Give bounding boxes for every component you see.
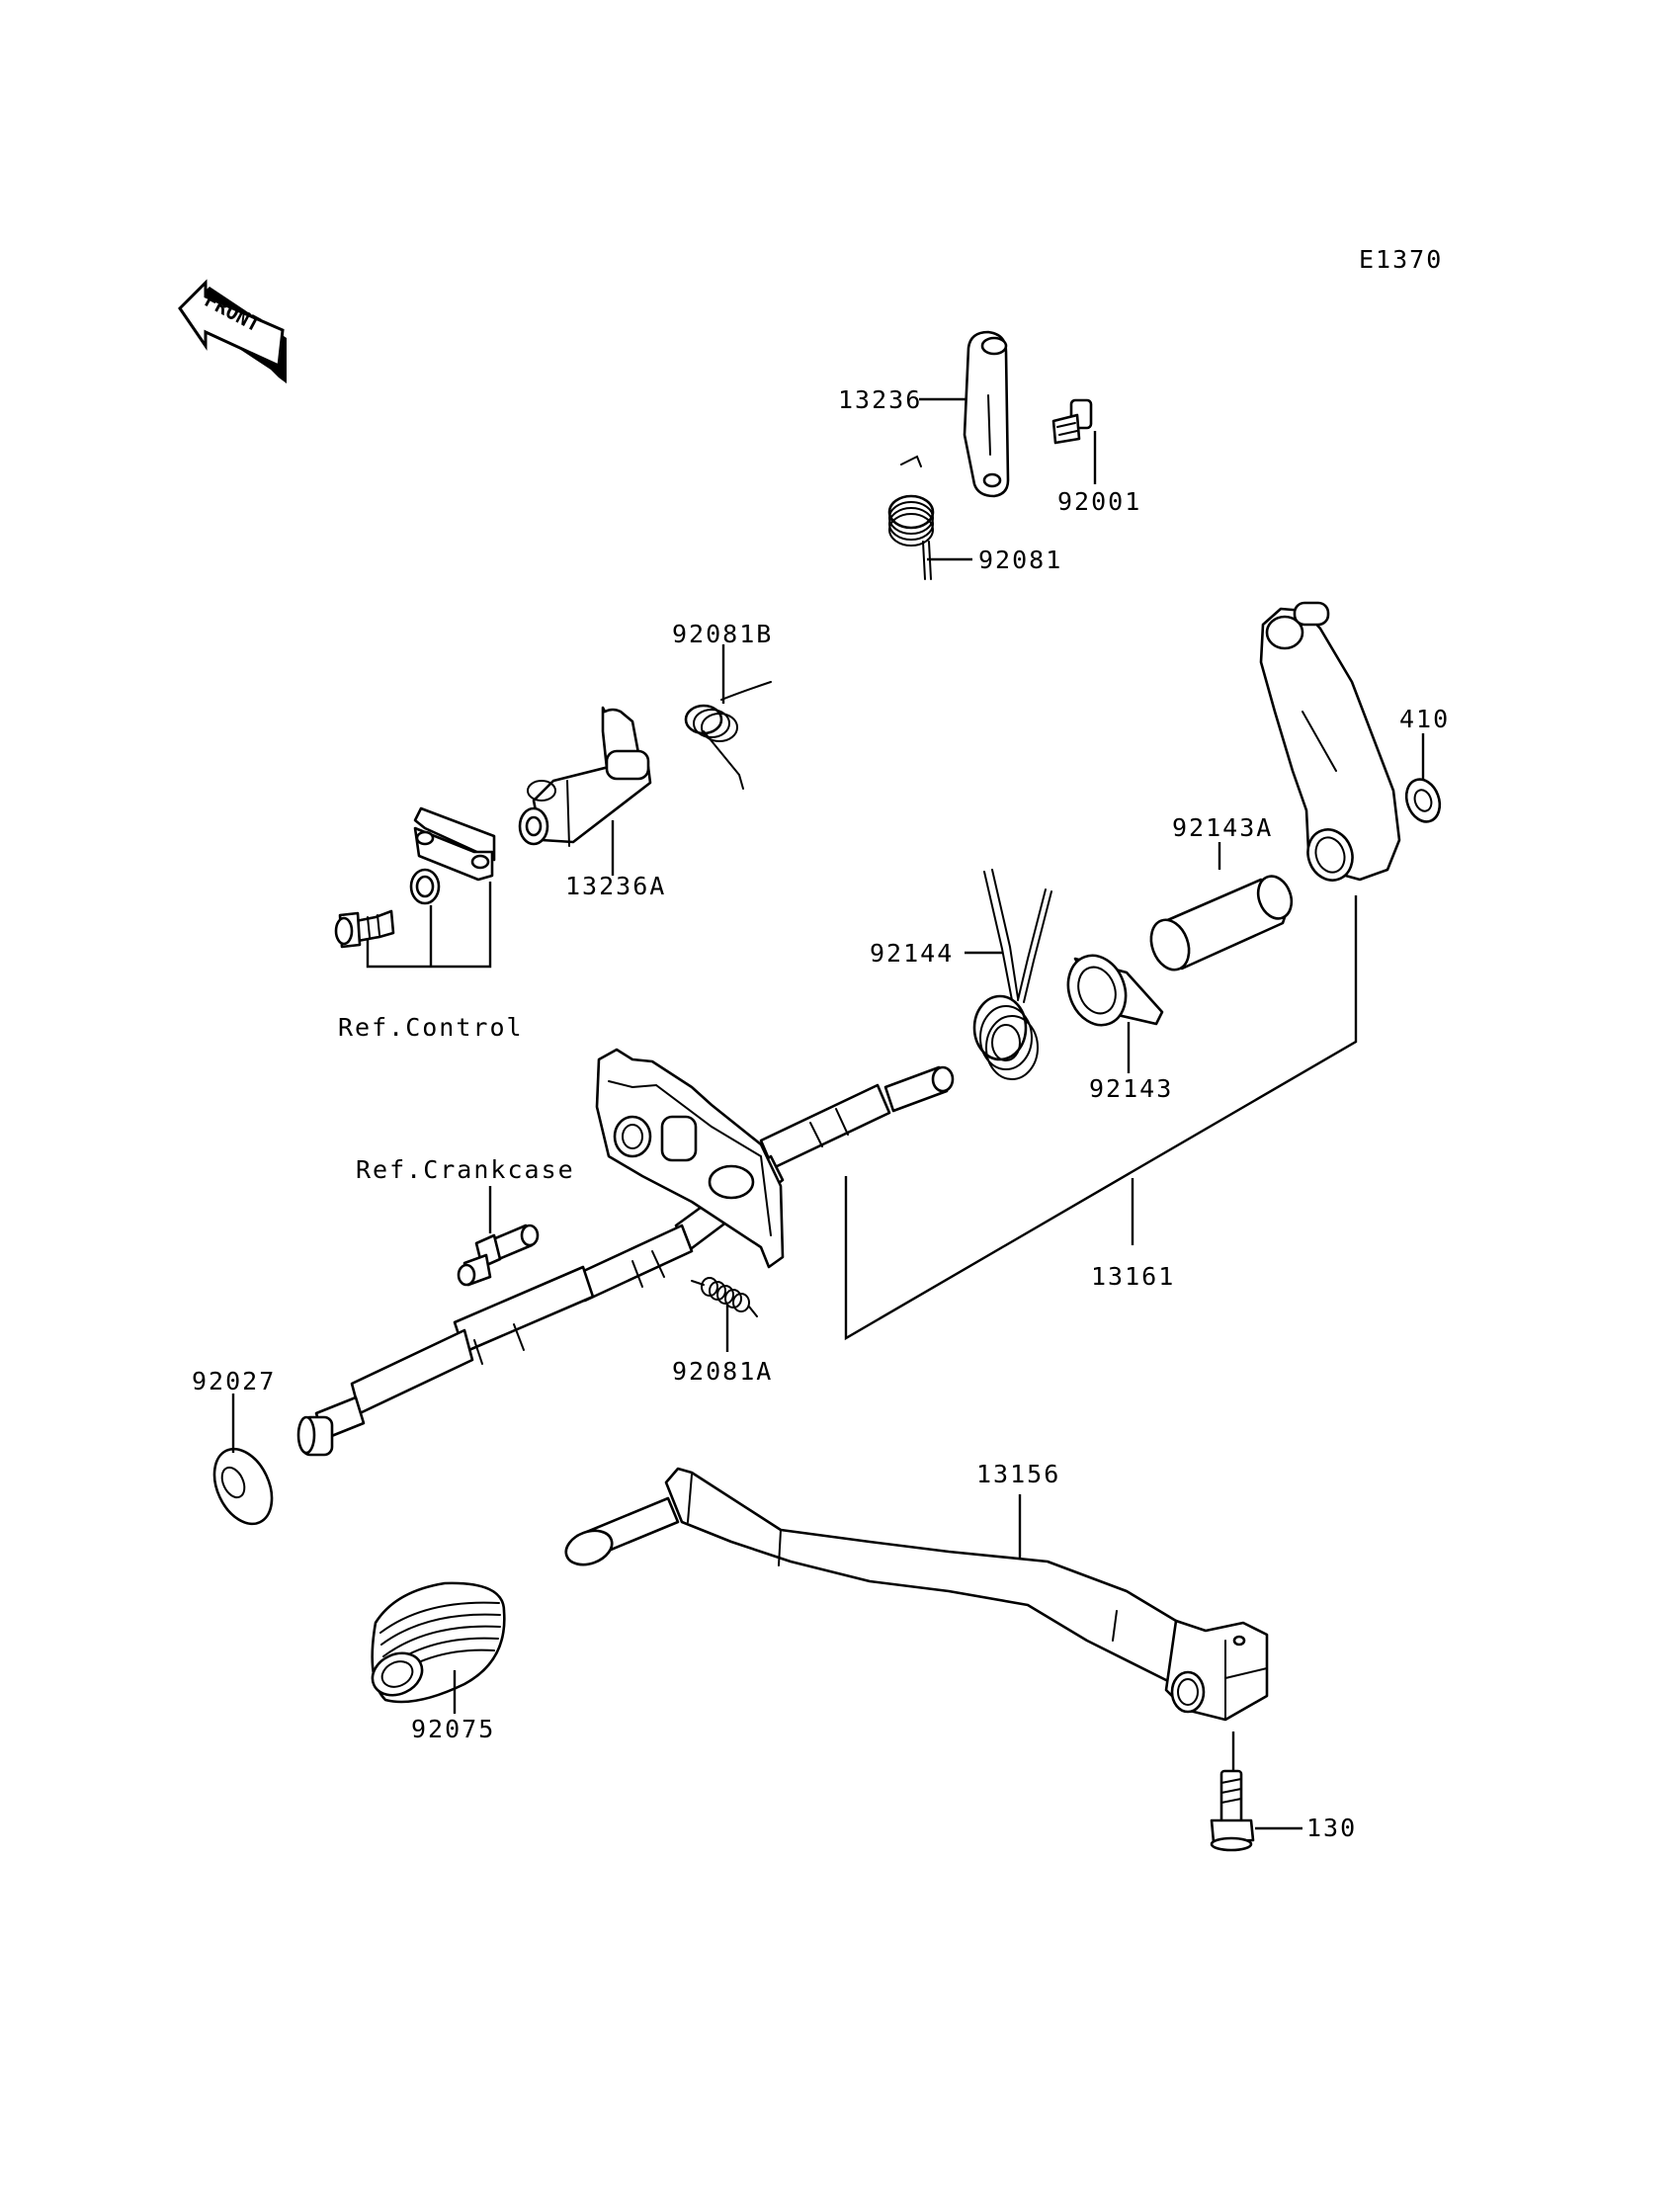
spring-92081: [887, 455, 935, 580]
washer-92027: [212, 1447, 274, 1526]
label-130: 130: [1306, 1814, 1357, 1842]
shaft-bracket-line: [844, 895, 1358, 1341]
bolt-92001: [1051, 398, 1093, 445]
label-92144: 92144: [870, 939, 954, 968]
pedal-rubber-92075: [371, 1581, 506, 1704]
ref-control-bracket: [366, 882, 492, 969]
shift-pedal-13156: [564, 1467, 1269, 1722]
label-92143: 92143: [1089, 1074, 1173, 1103]
control-plate: [413, 806, 496, 882]
collar-92143: [1066, 954, 1164, 1027]
label-92027: 92027: [192, 1367, 276, 1395]
label-92143A: 92143A: [1172, 813, 1273, 842]
diagram-code: E1370: [1359, 245, 1443, 274]
label-92081: 92081: [978, 546, 1062, 574]
label-13156: 13156: [976, 1460, 1060, 1488]
shift-arm-upper: [1259, 601, 1401, 882]
washer-control: [409, 868, 441, 905]
spring-92081A: [691, 1277, 758, 1317]
spring-92144: [972, 869, 1052, 1080]
label-410: 410: [1399, 705, 1450, 733]
leader-lines: [231, 397, 1425, 1830]
crankcase-stud: [457, 1224, 540, 1287]
label-92001: 92001: [1057, 487, 1141, 516]
label-92081B: 92081B: [672, 620, 773, 648]
washer-410: [1404, 778, 1442, 823]
label-13161: 13161: [1091, 1262, 1175, 1291]
label-92081A: 92081A: [672, 1357, 773, 1386]
spring-92081B: [684, 681, 772, 790]
bolt-130: [1210, 1769, 1255, 1852]
label-92075: 92075: [411, 1715, 495, 1743]
ref-crankcase-label: Ref.Crankcase: [356, 1155, 575, 1184]
front-arrow-icon: FRONT: [178, 279, 287, 383]
ref-control-label: Ref.Control: [338, 1013, 524, 1042]
sleeve-92143A: [1149, 875, 1294, 972]
label-13236: 13236: [838, 385, 922, 414]
shift-shaft-13161: [296, 1065, 955, 1457]
bolt-control: [334, 909, 395, 949]
label-13236A: 13236A: [565, 872, 666, 900]
shift-pawl-13236A: [518, 706, 652, 847]
shift-arm-13236: [963, 330, 1010, 498]
shift-plate: [595, 1048, 785, 1269]
